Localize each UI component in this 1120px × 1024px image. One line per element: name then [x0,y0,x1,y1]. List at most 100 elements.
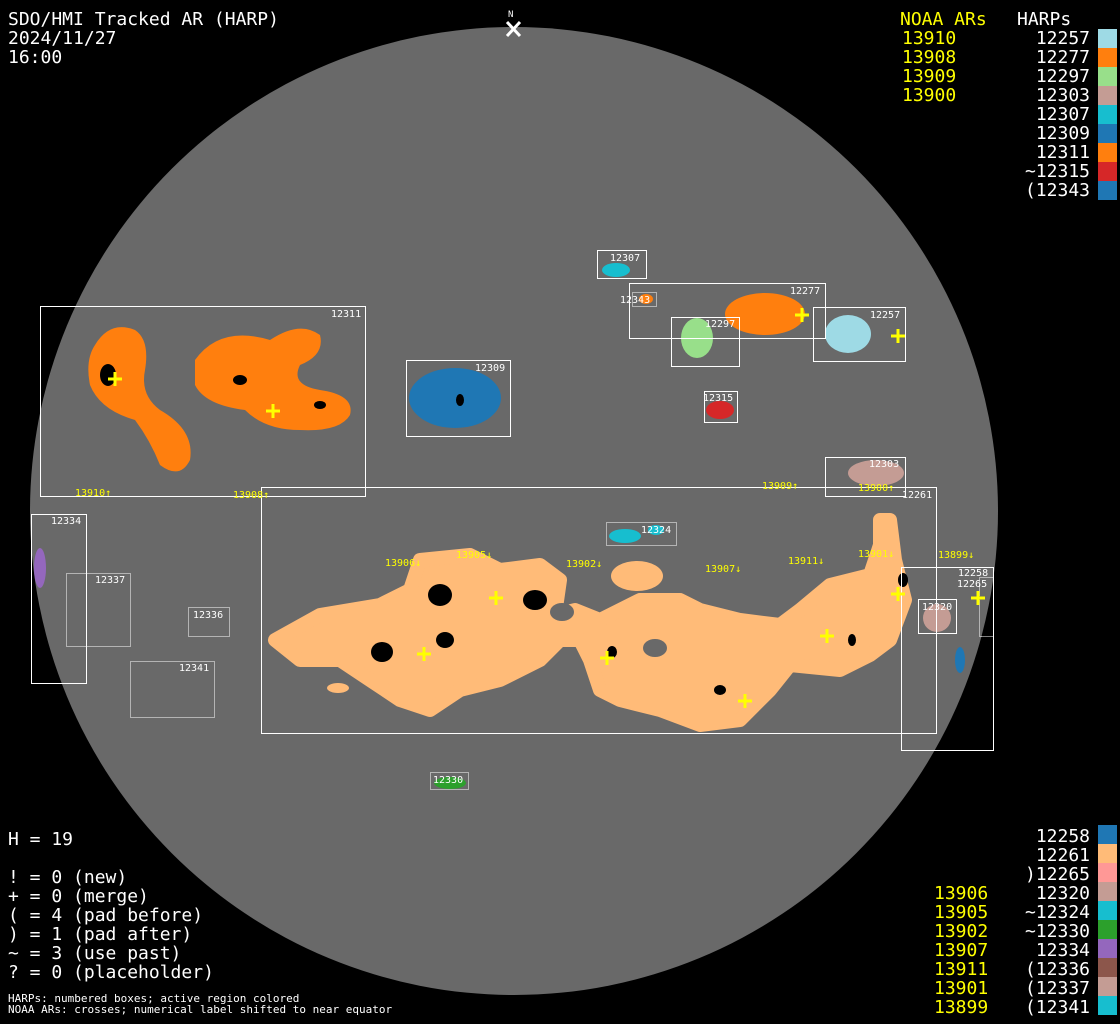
harp-label: 12334 [1035,940,1090,961]
harp-color-swatch [1098,67,1117,86]
harp-color-swatch [1098,86,1117,105]
harp-label: 12303 [1035,85,1090,106]
harp-color-swatch [1098,29,1117,48]
noaa-ar-label: 13899 [934,997,989,1018]
harp-color-swatch [1098,996,1117,1015]
svg-text:12303: 12303 [869,459,899,470]
noaa-ar-label: 13910 [902,28,957,49]
svg-text:13900↑: 13900↑ [858,483,894,494]
harp-boxes [31,250,994,790]
noaa-ar-label: 13900 [902,85,957,106]
svg-text:12336: 12336 [193,610,223,621]
harp-color-swatch [1098,143,1117,162]
noaa-ar-label: 13902 [934,921,989,942]
region-12311-right [195,328,351,431]
svg-text:12307: 12307 [610,253,640,264]
harp-color-swatch [1098,939,1117,958]
harp-label: )12265 [1024,864,1090,885]
harp-label: 12277 [1035,47,1090,68]
page-title: SDO/HMI Tracked AR (HARP) [8,9,279,30]
svg-text:12320: 12320 [922,602,952,613]
region-12303 [848,460,904,486]
noaa-ar-label: 13906 [934,883,989,904]
harps-header: HARPs [1017,9,1072,30]
svg-text:13901↓: 13901↓ [858,549,894,560]
harp-box-12315 [704,391,738,423]
footer-harps-note: HARPs: numbered boxes; active region col… [8,992,300,1005]
harp-color-swatch [1098,181,1117,200]
svg-text:12257: 12257 [870,310,900,321]
svg-text:12330: 12330 [433,775,463,786]
stat-line: ? = 0 (placeholder) [8,962,214,983]
region-12307 [602,263,630,277]
region-12315 [706,401,734,419]
harp-color-swatch [1098,901,1117,920]
harp-count: H = 19 [8,829,74,850]
harp-box-12337 [66,573,131,647]
svg-text:12265: 12265 [957,579,987,590]
svg-text:13909↑: 13909↑ [762,481,798,492]
svg-text:13902↓: 13902↓ [566,559,602,570]
footer-noaa-note: NOAA ARs: crosses; numerical label shift… [8,1003,393,1016]
svg-text:13907↓: 13907↓ [705,564,741,575]
harp-labels: 12311 12309 12307 12343 12277 12297 1225… [51,253,988,786]
harp-label: (12336 [1024,959,1090,980]
noaa-ar-label: 13909 [902,66,957,87]
svg-text:12309: 12309 [475,363,505,374]
harp-label: (12341 [1024,997,1090,1018]
harp-color-swatch [1098,162,1117,181]
harp-box-12334 [31,514,87,684]
harp-box-12261 [261,487,937,734]
region-12324 [609,529,641,543]
stat-line: ! = 0 (new) [8,867,128,888]
harp-label: 12311 [1035,142,1090,163]
harp-label: 12297 [1035,66,1090,87]
svg-text:12341: 12341 [179,663,209,674]
svg-text:12324: 12324 [641,525,671,536]
harp-box-12257 [813,307,906,362]
stat-line: ) = 1 (pad after) [8,924,193,945]
harp-color-swatch [1098,958,1117,977]
stat-line: ( = 4 (pad before) [8,905,204,926]
harp-color-swatch [1098,105,1117,124]
time: 16:00 [8,47,63,68]
noaa-labels: 13910↑ 13908↑ 13909↑ 13900↑ 13906↓ 13905… [75,481,974,575]
harp-label: (12337 [1024,978,1090,999]
harp-color-swatch [1098,882,1117,901]
harp-color-swatch [1098,825,1117,844]
harp-color-swatch [1098,977,1117,996]
harp-box-12311 [40,306,366,497]
solar-disk [30,27,998,995]
north-marker: N [505,10,522,38]
svg-text:13910↑: 13910↑ [75,488,111,499]
harp-color-swatch [1098,920,1117,939]
noaa-ar-label: 13911 [934,959,989,980]
svg-text:N: N [508,10,513,20]
svg-text:12261: 12261 [902,490,932,501]
harp-label: ~12330 [1024,921,1090,942]
harp-box-12297 [671,317,740,367]
region-12277 [725,293,805,335]
svg-text:13906↓: 13906↓ [385,558,421,569]
stat-line: ~ = 3 (use past) [8,943,182,964]
harp-label: ~12324 [1024,902,1090,923]
noaa-crosses [108,308,985,708]
harp-color-swatch [1098,863,1117,882]
svg-text:12277: 12277 [790,286,820,297]
noaa-ar-label: 13908 [902,47,957,68]
harp-color-swatch [1098,844,1117,863]
noaa-ar-label: 13901 [934,978,989,999]
region-12258 [955,647,965,673]
region-12311-left [88,327,191,472]
harp-label: 12307 [1035,104,1090,125]
harp-label: 12258 [1035,826,1090,847]
svg-text:13899↓: 13899↓ [938,550,974,561]
harp-box-12277 [629,283,826,339]
noaa-header: NOAA ARs [900,9,987,30]
harp-label: (12343 [1024,180,1090,201]
harp-box-12320 [918,599,957,634]
harp-color-swatch [1098,48,1117,67]
harp-box-12324 [606,522,677,546]
noaa-ar-label: 13907 [934,940,989,961]
